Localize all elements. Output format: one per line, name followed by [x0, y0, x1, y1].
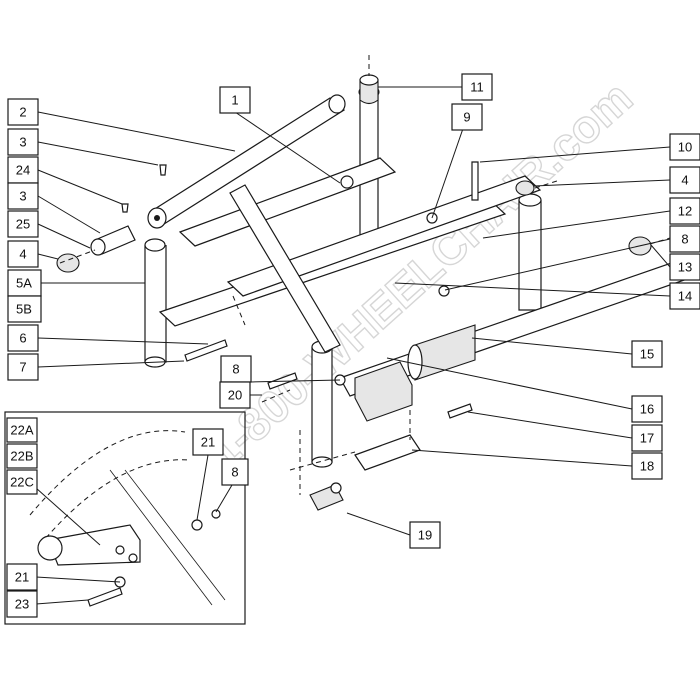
inset-hardware: [87, 509, 221, 607]
callout-4-left-label: 4: [19, 247, 26, 262]
callout-15-label: 15: [640, 347, 654, 362]
callout-21-inset-left-label: 21: [15, 570, 29, 585]
callout-25: 25: [7, 210, 39, 238]
callout-11-label: 11: [470, 80, 484, 95]
callout-24-label: 24: [16, 163, 30, 178]
callout-23: 23: [6, 590, 38, 618]
callout-5b-label: 5B: [16, 302, 32, 317]
callout-17-label: 17: [640, 431, 654, 446]
callout-18: 18: [631, 452, 663, 480]
callout-14-label: 14: [678, 289, 692, 304]
callout-2-label: 2: [19, 105, 26, 120]
callout-22a-label: 22A: [10, 423, 33, 438]
callout-9: 9: [451, 103, 483, 131]
callout-15: 15: [631, 340, 663, 368]
callout-25-label: 25: [16, 217, 30, 232]
callout-22b: 22B: [6, 443, 38, 469]
callout-21-inset-right-label: 21: [201, 435, 215, 450]
callout-8-mid: 8: [220, 355, 252, 383]
front-left-upright-tube: [311, 340, 333, 468]
callout-8-mid-label: 8: [232, 362, 239, 377]
callout-3-lower: 3: [7, 182, 39, 210]
callout-22a: 22A: [6, 417, 38, 443]
callout-21-inset-right: 21: [192, 428, 224, 456]
callout-7: 7: [7, 353, 39, 381]
callout-5a-label: 5A: [16, 276, 32, 291]
left-upright-tube: [144, 238, 167, 368]
callout-21-inset-left: 21: [6, 563, 38, 591]
callout-6-label: 6: [19, 331, 26, 346]
frame-illustration: [56, 55, 693, 511]
callout-11: 11: [461, 73, 493, 101]
callout-16-label: 16: [640, 402, 654, 417]
back-post-tube: [358, 55, 380, 246]
callout-23-label: 23: [15, 597, 29, 612]
callout-3-lower-label: 3: [19, 189, 26, 204]
caster-housing-block: [354, 361, 421, 471]
callout-20: 20: [219, 381, 251, 409]
callout-8-inset-label: 8: [231, 465, 238, 480]
bottom-bracket: [309, 482, 344, 511]
callout-6: 6: [7, 324, 39, 352]
callout-5a: 5A: [7, 269, 42, 297]
callout-7-label: 7: [19, 360, 26, 375]
callout-4-right-label: 4: [681, 173, 688, 188]
callout-5b: 5B: [7, 295, 42, 323]
callout-8-right: 8: [669, 225, 700, 253]
callout-4-left: 4: [7, 240, 39, 268]
callout-19: 19: [409, 521, 441, 549]
callout-22c-label: 22C: [10, 475, 34, 490]
callout-20-label: 20: [228, 388, 242, 403]
callout-1-label: 1: [231, 93, 238, 108]
seat-rail-plate: [407, 324, 476, 381]
callout-3-upper: 3: [7, 128, 39, 156]
right-upright-tube: [518, 193, 542, 311]
inset-mount-bracket: [37, 524, 141, 566]
callout-22c: 22C: [6, 469, 38, 495]
callout-8-inset: 8: [221, 458, 249, 486]
callout-10: 10: [669, 133, 700, 161]
callout-10-label: 10: [678, 140, 692, 155]
inset-panel: [4, 411, 246, 625]
callout-9-label: 9: [463, 110, 470, 125]
callout-24: 24: [7, 156, 39, 184]
callout-3-upper-label: 3: [19, 135, 26, 150]
callout-13-label: 13: [678, 260, 692, 275]
callout-13: 13: [669, 253, 700, 281]
leader-lines: [35, 86, 671, 605]
callout-4-right: 4: [669, 166, 700, 194]
callout-2: 2: [7, 98, 39, 126]
callout-8-right-label: 8: [681, 232, 688, 247]
callout-1: 1: [219, 86, 251, 114]
callout-22b-label: 22B: [10, 449, 33, 464]
callout-14: 14: [669, 282, 700, 310]
callout-12-label: 12: [678, 204, 692, 219]
sleeve-parts: [90, 225, 136, 256]
callout-19-label: 19: [418, 528, 432, 543]
callout-16: 16: [631, 395, 663, 423]
callout-18-label: 18: [640, 459, 654, 474]
callout-17: 17: [631, 424, 663, 452]
callout-12: 12: [669, 197, 700, 225]
